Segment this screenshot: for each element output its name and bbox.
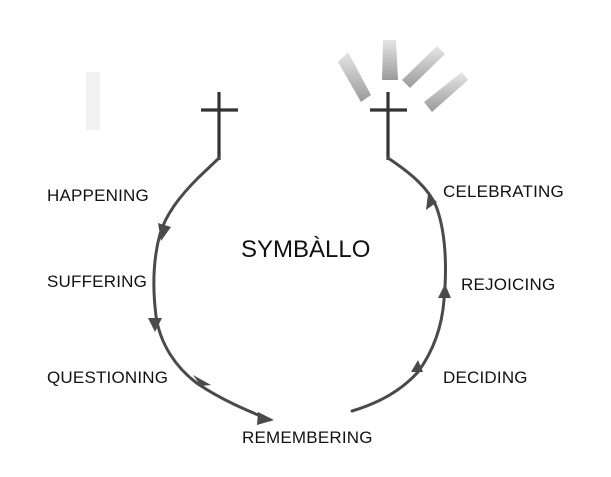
- light-rays-icon: [338, 40, 468, 112]
- stage-label-remembering: REMEMBERING: [242, 428, 373, 447]
- stage-label-deciding: DECIDING: [443, 368, 528, 387]
- faint-smudge: [86, 72, 100, 130]
- arrowhead-questioning: [193, 375, 211, 386]
- ascending-path: [350, 156, 447, 413]
- arrowhead-celebrating: [426, 194, 437, 210]
- stage-label-questioning: QUESTIONING: [47, 368, 168, 387]
- arrowhead-remembering: [257, 412, 274, 425]
- stage-label-rejoicing: REJOICING: [461, 275, 555, 294]
- diagram-title: SYMBÀLLO: [241, 236, 370, 263]
- stage-label-celebrating: CELEBRATING: [443, 182, 564, 201]
- arrowhead-deciding: [411, 360, 423, 372]
- left-cross-icon: [201, 92, 238, 160]
- stage-label-suffering: SUFFERING: [47, 272, 147, 291]
- stage-label-happening: HAPPENING: [47, 186, 149, 205]
- ray-center: [382, 40, 398, 80]
- arrowhead-suffering: [148, 318, 162, 332]
- ray-right-lower: [424, 72, 468, 112]
- ray-right-upper: [402, 46, 445, 88]
- right-cross-icon: [370, 92, 407, 160]
- arrowhead-rejoicing: [438, 284, 451, 298]
- descending-path: [152, 156, 272, 422]
- arrowhead-happening: [158, 223, 171, 241]
- ray-left: [338, 52, 371, 102]
